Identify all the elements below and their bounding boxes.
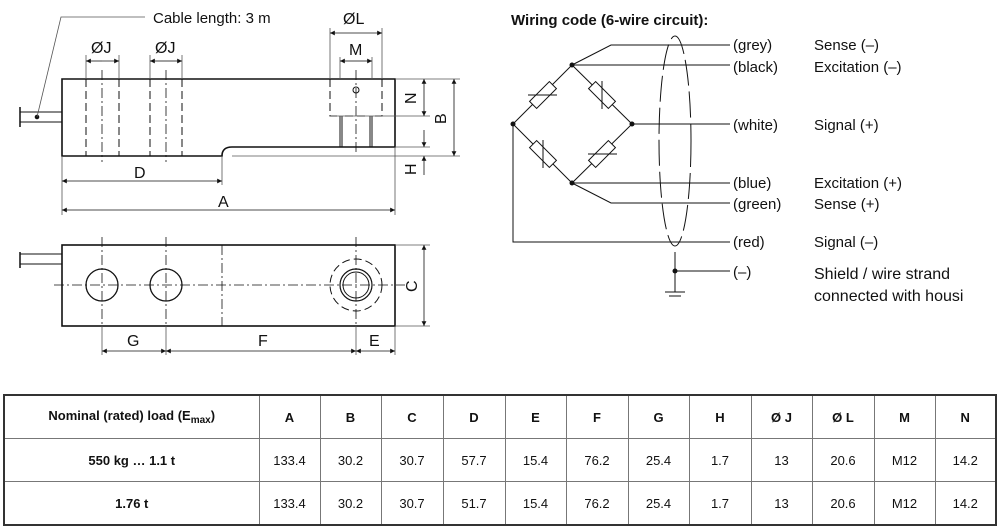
dim-label-b: B <box>433 113 450 124</box>
top-view <box>19 237 430 355</box>
header-cell: E <box>504 394 567 439</box>
load-cell: 550 kg … 1.1 t <box>3 438 260 482</box>
header-cell: F <box>565 394 629 439</box>
top-center-lines <box>54 237 405 326</box>
cable-top <box>19 252 62 268</box>
wire-color: (white) <box>733 117 778 134</box>
wire-color: (blue) <box>733 175 771 192</box>
value-cell: 20.6 <box>811 438 875 482</box>
value-cell: 15.4 <box>504 438 567 482</box>
dim-label-f: F <box>258 333 268 350</box>
wire-function: Signal (+) <box>814 117 879 134</box>
dim-label-h: H <box>403 163 420 175</box>
value-cell: 30.7 <box>380 481 444 526</box>
wire-color: (grey) <box>733 37 772 54</box>
wire-label-rows: (grey) Sense (–) (black) Excitation (–) … <box>733 37 963 305</box>
value-cell: 30.7 <box>380 438 444 482</box>
load-cell-body <box>61 78 396 157</box>
j-hole-hidden-lines <box>85 79 183 156</box>
strain-gauge <box>528 139 558 169</box>
dim-label-e: E <box>369 333 380 350</box>
header-cell: B <box>319 394 382 439</box>
cable-leader-line <box>36 16 145 118</box>
cable <box>19 107 62 127</box>
value-cell: 133.4 <box>258 438 321 482</box>
value-cell: 13 <box>750 481 813 526</box>
side-view <box>19 16 460 215</box>
value-cell: 57.7 <box>442 438 506 482</box>
wire-color: (–) <box>733 264 751 281</box>
load-cell: 1.76 t <box>3 481 260 526</box>
dimensions-table: Nominal (rated) load (Emax) A B C D E F … <box>3 394 997 526</box>
mechanical-drawing: Cable length: 3 m ØJ ØJ ØL M N B H D A <box>19 10 963 355</box>
load-cell-top-outline <box>61 244 396 327</box>
header-cell: Ø J <box>750 394 813 439</box>
dim-label-a: A <box>218 194 229 211</box>
value-cell: 1.7 <box>688 438 752 482</box>
value-cell: 14.2 <box>934 481 997 526</box>
value-cell: 1.7 <box>688 481 752 526</box>
value-cell: 76.2 <box>565 481 629 526</box>
wire-function-line2: connected with housi <box>814 288 963 305</box>
value-cell: 76.2 <box>565 438 629 482</box>
value-cell: M12 <box>873 481 936 526</box>
wire-function: Excitation (+) <box>814 175 902 192</box>
dim-label-j2: ØJ <box>155 40 175 57</box>
dim-label-j1: ØJ <box>91 40 111 57</box>
strain-gauge <box>587 139 617 169</box>
dim-label-n: N <box>403 92 420 104</box>
value-cell: M12 <box>873 438 936 482</box>
header-cell: A <box>258 394 321 439</box>
value-cell: 20.6 <box>811 481 875 526</box>
wire-function: Sense (–) <box>814 37 879 54</box>
strain-gauge <box>587 80 617 110</box>
header-cell: N <box>934 394 997 439</box>
value-cell: 30.2 <box>319 438 382 482</box>
value-cell: 51.7 <box>442 481 506 526</box>
dim-label-g: G <box>127 333 139 350</box>
dim-label-d: D <box>134 165 146 182</box>
value-cell: 13 <box>750 438 813 482</box>
table-header-row: Nominal (rated) load (Emax) A B C D E F … <box>3 394 997 439</box>
dim-label-m: M <box>349 42 362 59</box>
header-cell: C <box>380 394 444 439</box>
strain-gauge <box>528 80 558 110</box>
value-cell: 15.4 <box>504 481 567 526</box>
wire-function: Excitation (–) <box>814 59 902 76</box>
wire-function: Sense (+) <box>814 196 879 213</box>
cable-shield <box>658 35 692 247</box>
header-cell: M <box>873 394 936 439</box>
table-row: 550 kg … 1.1 t 133.4 30.2 30.7 57.7 15.4… <box>3 438 997 482</box>
value-cell: 25.4 <box>627 438 690 482</box>
table-row: 1.76 t 133.4 30.2 30.7 51.7 15.4 76.2 25… <box>3 481 997 526</box>
wire-function: Shield / wire strand <box>814 266 950 283</box>
cable-length-label: Cable length: 3 m <box>153 10 271 27</box>
header-cell: Ø L <box>811 394 875 439</box>
header-cell: D <box>442 394 506 439</box>
wire-color: (green) <box>733 196 781 213</box>
wiring-title: Wiring code (6-wire circuit): <box>511 12 708 29</box>
header-cell: G <box>627 394 690 439</box>
value-cell: 30.2 <box>319 481 382 526</box>
wire-color: (red) <box>733 234 765 251</box>
header-cell: H <box>688 394 752 439</box>
dim-label-c: C <box>404 280 421 292</box>
wiring-diagram <box>510 35 730 297</box>
wire-function: Signal (–) <box>814 234 878 251</box>
value-cell: 25.4 <box>627 481 690 526</box>
dim-label-l: ØL <box>343 11 364 28</box>
header-nominal-load: Nominal (rated) load (Emax) <box>3 394 260 439</box>
value-cell: 14.2 <box>934 438 997 482</box>
center-lines <box>101 70 357 162</box>
value-cell: 133.4 <box>258 481 321 526</box>
wire-color: (black) <box>733 59 778 76</box>
